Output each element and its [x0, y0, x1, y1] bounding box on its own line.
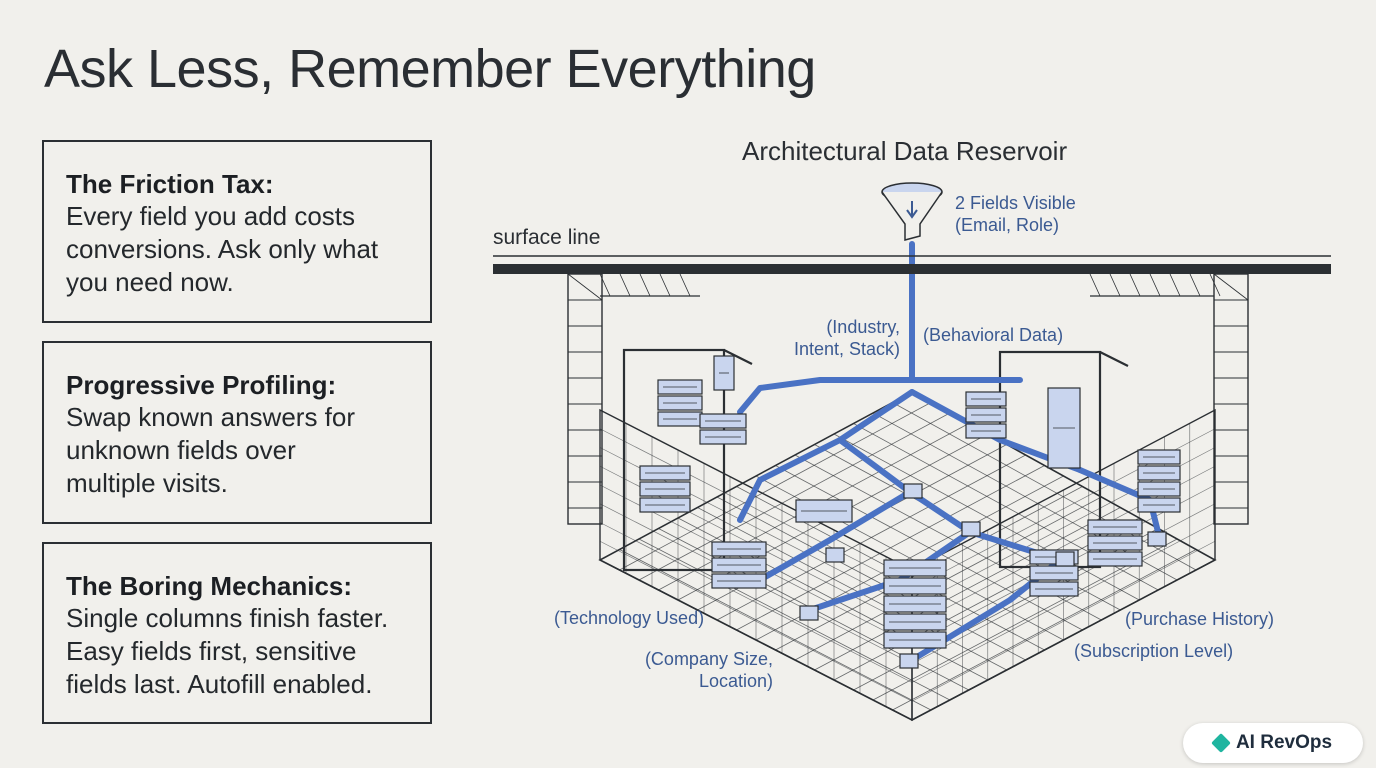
center-pipe: [837, 437, 1063, 563]
server-stack-company: [711, 541, 767, 589]
truss-diagonal: [1209, 273, 1221, 297]
right-scaffold: [1213, 273, 1249, 525]
truss-diagonal: [1149, 273, 1161, 297]
server-stack-tech: [639, 465, 691, 513]
brand-badge[interactable]: AI RevOps: [1183, 723, 1363, 763]
truss-diagonal: [619, 273, 631, 297]
visible-fields-label: 2 Fields Visible (Email, Role): [955, 193, 1076, 235]
truss-diagonal: [1129, 273, 1141, 297]
pipe-joint: [899, 653, 919, 669]
frame-beam: [1099, 351, 1129, 367]
page-title: Ask Less, Remember Everything: [44, 39, 816, 99]
card-heading: Progressive Profiling:: [66, 370, 337, 400]
surface-line-label: surface line: [493, 226, 601, 249]
server-stack-center: [883, 559, 947, 649]
server-stack-right: [1137, 449, 1181, 513]
floor-grid-line: [697, 507, 1007, 671]
pipe-joint: [961, 521, 981, 537]
card-line: Single columns finish faster.: [66, 603, 389, 633]
server-stack-intent: [699, 413, 747, 445]
card-line: unknown fields over: [66, 435, 296, 465]
behavioral-data-label: (Behavioral Data): [923, 325, 1064, 345]
data-nodes: [639, 355, 1181, 669]
pipe-joint: [825, 547, 845, 563]
boring-mechanics-card: The Boring Mechanics: Single columns fin…: [42, 542, 432, 724]
truss-diagonal: [679, 273, 691, 297]
frame-beam: [723, 349, 753, 365]
pipe-joint: [799, 605, 819, 621]
server-stack-subscription: [1087, 519, 1143, 567]
support-frames: [567, 273, 1249, 572]
truss-diagonal: [599, 273, 611, 297]
company-pipe: [757, 489, 913, 583]
card-line: fields last. Autofill enabled.: [66, 669, 373, 699]
small-node: [713, 355, 735, 391]
truss-diagonal: [1089, 273, 1101, 297]
industry-intent-label: (Industry, Intent, Stack): [793, 317, 900, 359]
wall-grid-line: [911, 540, 1216, 702]
left-scaffold: [567, 273, 603, 525]
floor-grid-line: [716, 496, 1026, 661]
left-frame: [622, 348, 726, 572]
wall-grid-line: [599, 540, 913, 702]
truss-diagonal: [659, 273, 671, 297]
card-line: Swap known answers for: [66, 402, 356, 432]
purchase-history-label: (Purchase History): [1125, 609, 1275, 629]
card-line: you need now.: [66, 267, 234, 297]
data-pipes: [737, 241, 1163, 663]
subscription-level-label: (Subscription Level): [1074, 641, 1234, 661]
truss-diagonal: [1189, 273, 1201, 297]
floor-grid-line: [814, 507, 1121, 671]
tech-pipe: [737, 389, 915, 523]
floor-grid-line: [619, 549, 932, 711]
diagram-title: Architectural Data Reservoir: [742, 136, 1068, 166]
company-size-label: (Company Size, Location): [644, 649, 773, 691]
card-heading: The Friction Tax:: [66, 169, 274, 199]
floor-grid-line: [638, 538, 951, 701]
form-funnel-icon: [881, 182, 943, 241]
progressive-profiling-card: Progressive Profiling: Swap known answer…: [42, 341, 432, 524]
wall-grid-line: [599, 522, 913, 683]
floor-grid-line: [794, 496, 1102, 661]
scaffold-brace: [567, 273, 603, 301]
card-line: Every field you add costs: [66, 201, 356, 231]
friction-tax-card: The Friction Tax: Every field you add co…: [42, 140, 432, 323]
card-heading: The Boring Mechanics:: [66, 571, 353, 601]
card-line: conversions. Ask only what: [66, 234, 379, 264]
wall-grid-line: [599, 428, 913, 590]
floor-grid-line: [892, 549, 1197, 711]
pipe-joint: [903, 483, 923, 499]
diamond-logo-icon: [1211, 733, 1231, 753]
wall-grid-line: [911, 522, 1216, 683]
truss-diagonal: [1109, 273, 1121, 297]
hub-node: [795, 499, 853, 523]
server-stack-industry: [657, 379, 703, 427]
pipe-joint: [1055, 551, 1075, 567]
left-branch-pipe: [737, 377, 915, 415]
truss-diagonal: [639, 273, 651, 297]
surface-line: [493, 264, 1331, 274]
scaffold-brace: [1213, 273, 1249, 301]
card-line: multiple visits.: [66, 468, 228, 498]
server-stack-behavior: [965, 391, 1007, 439]
truss-diagonal: [1169, 273, 1181, 297]
pipe-joint: [1147, 531, 1167, 547]
brand-name: AI RevOps: [1235, 732, 1333, 753]
card-line: Easy fields first, sensitive: [66, 636, 357, 666]
technology-used-label: (Technology Used): [554, 608, 705, 628]
tower-node: [1047, 387, 1081, 469]
